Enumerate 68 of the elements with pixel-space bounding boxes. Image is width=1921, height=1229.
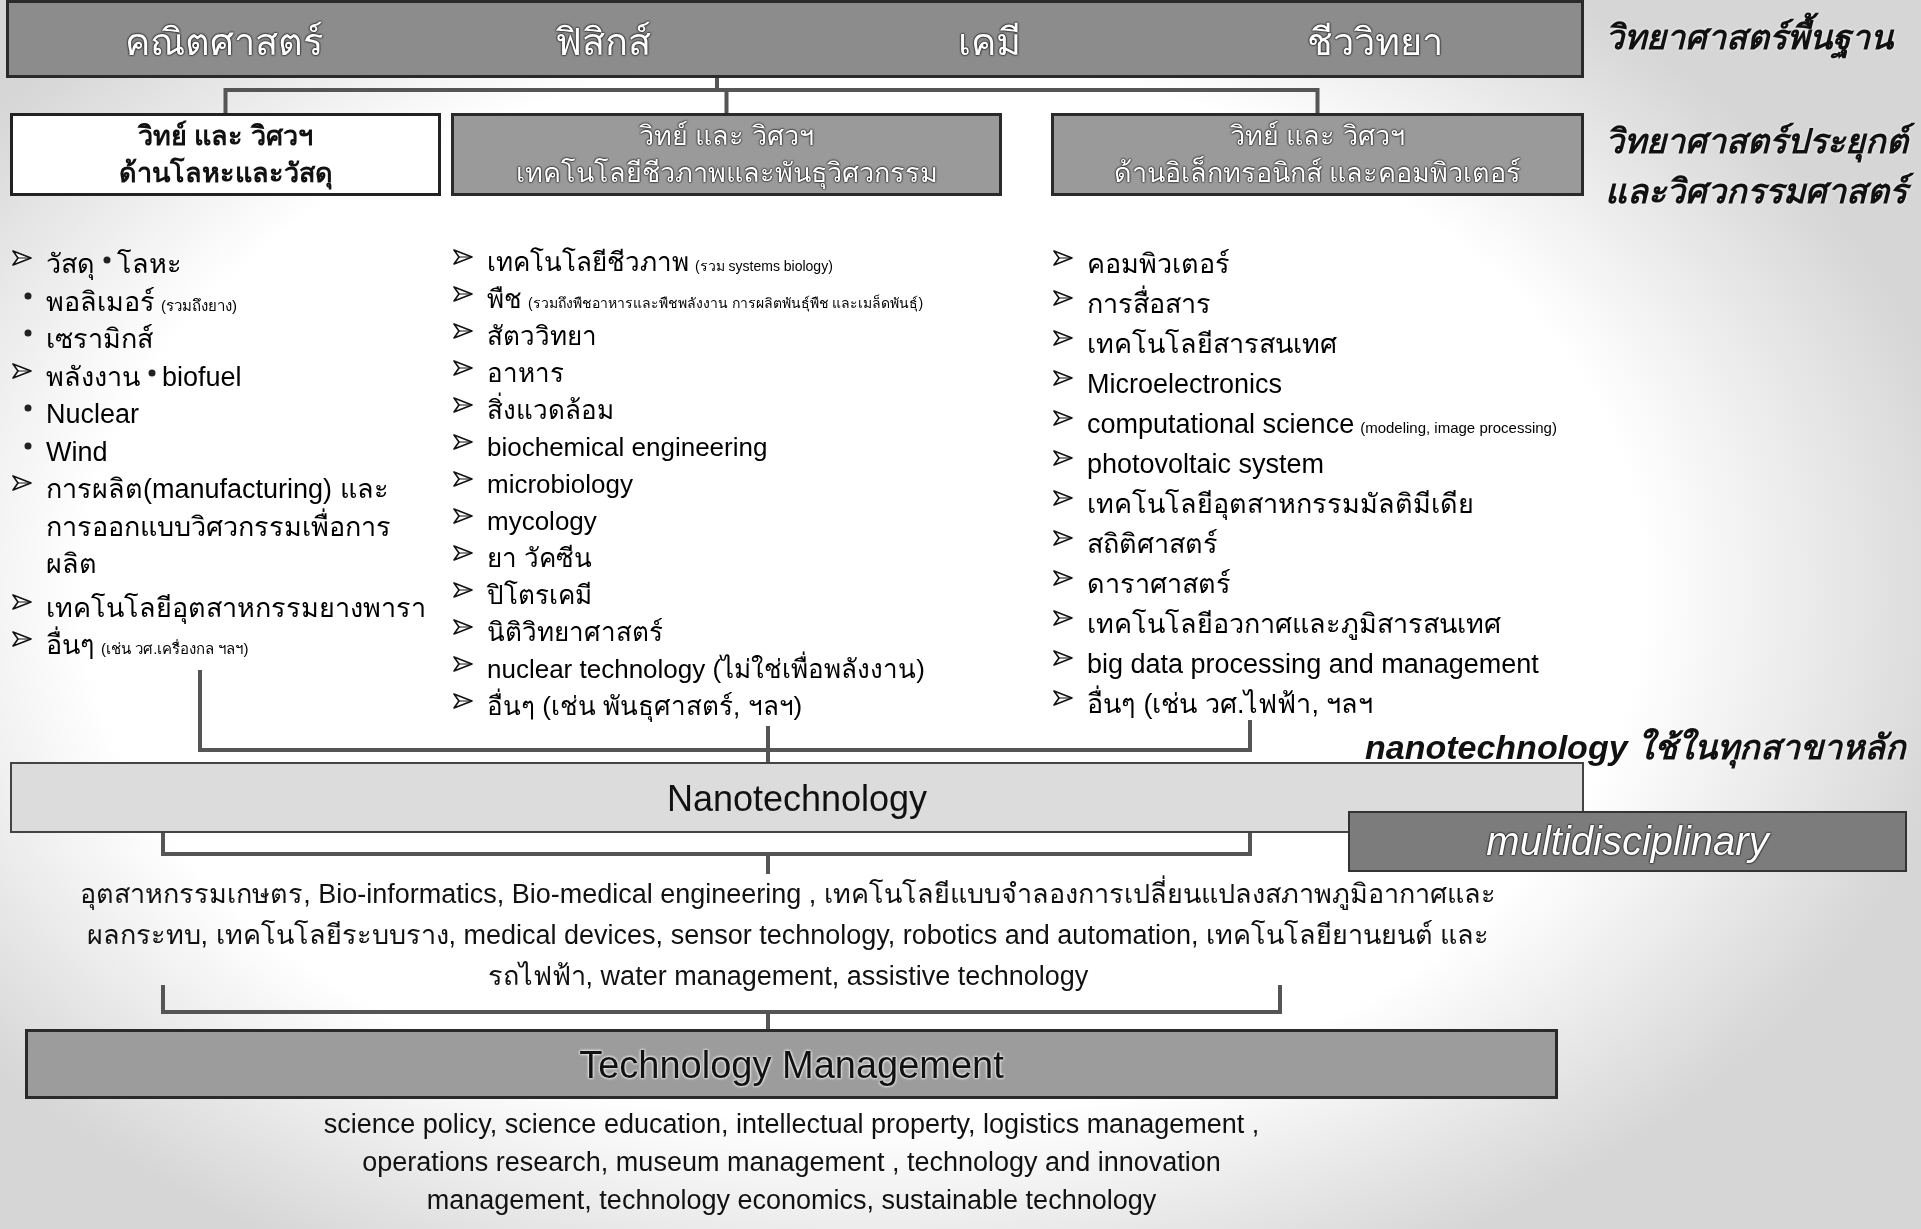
list-item: วัสดุ xyxy=(46,248,95,282)
box-heading: ด้านอิเล็กทรอนิกส์ และคอมพิวเตอร์ xyxy=(1112,155,1523,190)
side-label: วิทยาศาสตร์ประยุกต์และวิศวกรรมศาสตร์ xyxy=(1605,116,1915,216)
subject-bar xyxy=(6,0,1584,78)
list-item: เทคโนโลยีอุตสาหกรรมยางพารา xyxy=(46,591,426,626)
list-item: (modeling, image processing) xyxy=(1360,418,1557,438)
description-text: science policy, science education, intellectual property, logistics management , operations research, museum management , technology and innovation management, technology economics, sustainable technology xyxy=(322,1108,1261,1217)
list-item: อาหาร xyxy=(487,357,564,390)
list-item: พอลิเมอร์ xyxy=(46,285,155,319)
list-item: big data processing and management xyxy=(1087,648,1539,681)
field-box xyxy=(1051,113,1584,196)
list-item: biofuel xyxy=(162,360,242,394)
bracket-connector xyxy=(161,831,1252,876)
list-item: การผลิต(manufacturing) และการออกแบบวิศวกรรมเพื่อการผลิต xyxy=(46,473,392,581)
subject-label: ฟิสิกส์ xyxy=(555,20,651,65)
list-item: photovoltaic system xyxy=(1087,448,1325,481)
list-item: เทคโนโลยีอุตสาหกรรมมัลติมีเดีย xyxy=(1087,488,1474,522)
box-heading: วิทย์ และ วิศวฯ xyxy=(1229,120,1406,153)
list-item: (เช่น วศ.เครื่องกล ฯลฯ) xyxy=(101,638,249,659)
list-item: คอมพิวเตอร์ xyxy=(1087,248,1230,281)
multidisciplinary-box xyxy=(1348,811,1907,872)
list-item: ยา วัคซีน xyxy=(487,542,593,575)
list-item: biochemical engineering xyxy=(487,431,768,464)
box-heading: วิทย์ และ วิศวฯ xyxy=(638,120,815,153)
application-text: อุตสาหกรรมเกษตร, Bio-informatics, Bio-medical engineering , เทคโนโลยีแบบจำลองการเปลี่ยนแปลงสภาพภูมิอากาศและผลกระทบ, เทคโนโลยีระบบราง, medical devices, sensor technology, robotics and automation, เทคโนโลยียานยนต์ และรถไฟฟ้า, water management, assistive technology xyxy=(78,874,1498,1002)
list-item: นิติวิทยาศาสตร์ xyxy=(487,616,663,649)
side-label: วิทยาศาสตร์พื้นฐาน xyxy=(1605,12,1921,62)
list-item: (รวมถึงยาง) xyxy=(161,295,237,316)
bracket-connector xyxy=(161,983,1282,1031)
list-item: อื่นๆ (เช่น วศ.ไฟฟ้า, ฯลฯ xyxy=(1087,684,1374,724)
box-heading: วิทย์ และ วิศวฯ xyxy=(136,119,314,153)
subject-label: เคมี xyxy=(957,20,1021,65)
band-title: Nanotechnology xyxy=(665,778,929,820)
bracket-connector xyxy=(766,720,1252,762)
list-item: (รวมถึงพืชอาหารและพืชพลังงาน การผลิตพันธุ์พืช และเมล็ดพันธุ์) xyxy=(528,293,924,314)
list-item: Nuclear xyxy=(46,398,140,431)
list-item: สิ่งแวดล้อม xyxy=(487,392,614,429)
box-title: multidisciplinary xyxy=(1485,819,1772,864)
box-heading: เทคโนโลยีชีวภาพและพันธุวิศวกรรม xyxy=(514,157,939,191)
box-heading: ด้านโลหะและวัสดุ xyxy=(117,156,334,191)
list-item: สถิติศาสตร์ xyxy=(1087,528,1218,561)
list-item: Wind xyxy=(46,435,108,469)
list-item: พืช xyxy=(487,283,522,316)
list-item: โลหะ xyxy=(117,248,182,281)
list-item: อื่นๆ xyxy=(46,627,95,665)
list-item: อื่นๆ (เช่น พันธุศาสตร์, ฯลฯ) xyxy=(487,688,803,725)
list-item: พลังงาน xyxy=(46,360,140,394)
list-item: ปิโตรเคมี xyxy=(487,579,592,612)
list-item: ดาราศาสตร์ xyxy=(1087,568,1231,601)
field-box xyxy=(451,113,1002,196)
list-item: เทคโนโลยีอวกาศและภูมิสารสนเทศ xyxy=(1087,608,1501,642)
list-item: Microelectronics xyxy=(1087,368,1283,401)
field-box xyxy=(10,113,441,196)
side-label: nanotechnology ใช้ในทุกสาขาหลัก xyxy=(1365,722,1915,772)
subject-label: ชีววิทยา xyxy=(1307,20,1443,65)
list-item: nuclear technology (ไม่ใช่เพื่อพลังงาน) xyxy=(487,651,925,688)
list-item: เซรามิกส์ xyxy=(46,323,153,356)
list-item: mycology xyxy=(487,505,597,538)
list-item: microbiology xyxy=(487,468,633,501)
technology-management-bar xyxy=(25,1029,1558,1099)
list-item: สัตววิทยา xyxy=(487,320,597,353)
list-item: เทคโนโลยีชีวภาพ xyxy=(487,246,689,279)
list-item: การสื่อสาร xyxy=(1087,284,1211,324)
list-item: เทคโนโลยีสารสนเทศ xyxy=(1087,328,1337,361)
list-item: computational science xyxy=(1087,408,1355,441)
list-item: (รวม systems biology) xyxy=(695,257,833,276)
subject-label: คณิตศาสตร์ xyxy=(125,20,323,65)
bar-title: Technology Management xyxy=(578,1044,1005,1087)
